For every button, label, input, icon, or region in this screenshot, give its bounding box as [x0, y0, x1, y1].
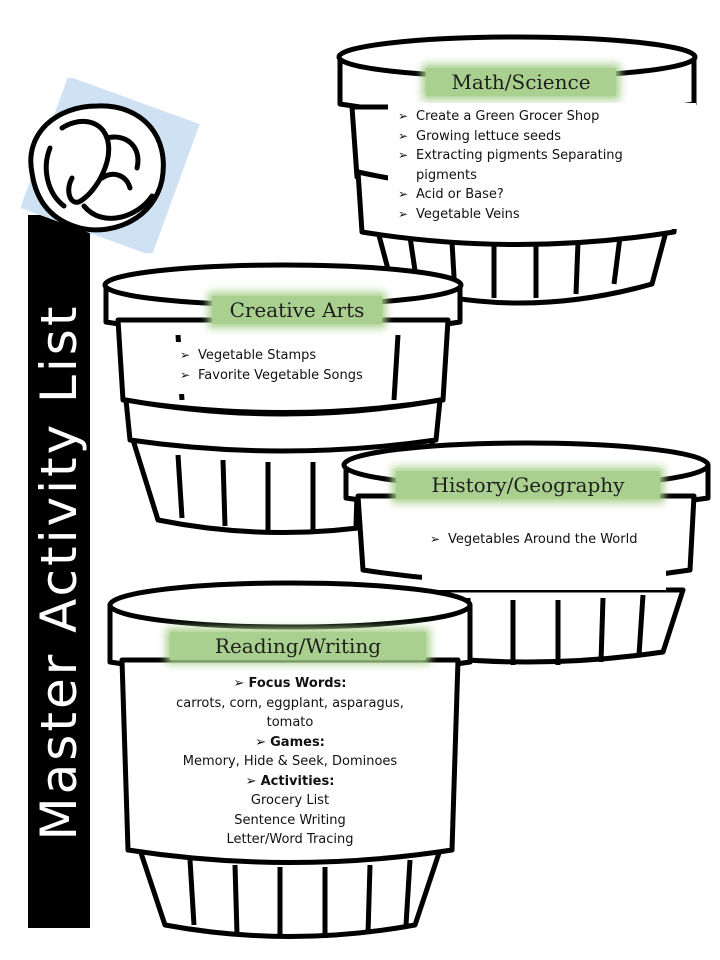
page-title: Master Activity List	[30, 303, 88, 840]
list-item: Favorite Vegetable Songs	[178, 366, 388, 386]
list-item: Sentence Writing	[234, 812, 346, 828]
title-bar: Master Activity List	[28, 215, 90, 928]
reading-writing-label: Reading/Writing	[170, 632, 426, 660]
games-heading: Games:	[162, 733, 418, 753]
games: Memory, Hide & Seek, Dominoes	[182, 754, 398, 769]
history-geography-label: History/Geography	[396, 471, 660, 499]
creative-arts-label: Creative Arts	[212, 296, 382, 324]
history-geography-list: Vegetables Around the World	[422, 524, 666, 590]
list-item: Growing lettuce seeds	[396, 127, 696, 147]
list-item: Vegetable Stamps	[178, 346, 388, 366]
list-item: Extracting pigments Separating pigments	[396, 146, 636, 185]
activities-heading: Activities:	[162, 772, 418, 792]
list-item: Grocery List	[250, 793, 330, 808]
cabbage-icon	[20, 78, 200, 253]
focus-words: carrots, corn, eggplant, asparagus, toma…	[176, 695, 404, 731]
reading-writing-list: Focus Words: carrots, corn, eggplant, as…	[162, 672, 418, 852]
list-item: Vegetables Around the World	[428, 530, 666, 550]
list-item: Acid or Base?	[396, 185, 696, 205]
list-item: Vegetable Veins	[396, 205, 696, 225]
focus-words-heading: Focus Words:	[162, 674, 418, 694]
list-item: Create a Green Grocer Shop	[396, 107, 696, 127]
math-science-list: Create a Green Grocer Shop Growing lettu…	[388, 103, 696, 229]
creative-arts-list: Vegetable Stamps Favorite Vegetable Song…	[172, 342, 388, 394]
list-item: Letter/Word Tracing	[226, 832, 354, 847]
math-science-label: Math/Science	[426, 68, 616, 96]
